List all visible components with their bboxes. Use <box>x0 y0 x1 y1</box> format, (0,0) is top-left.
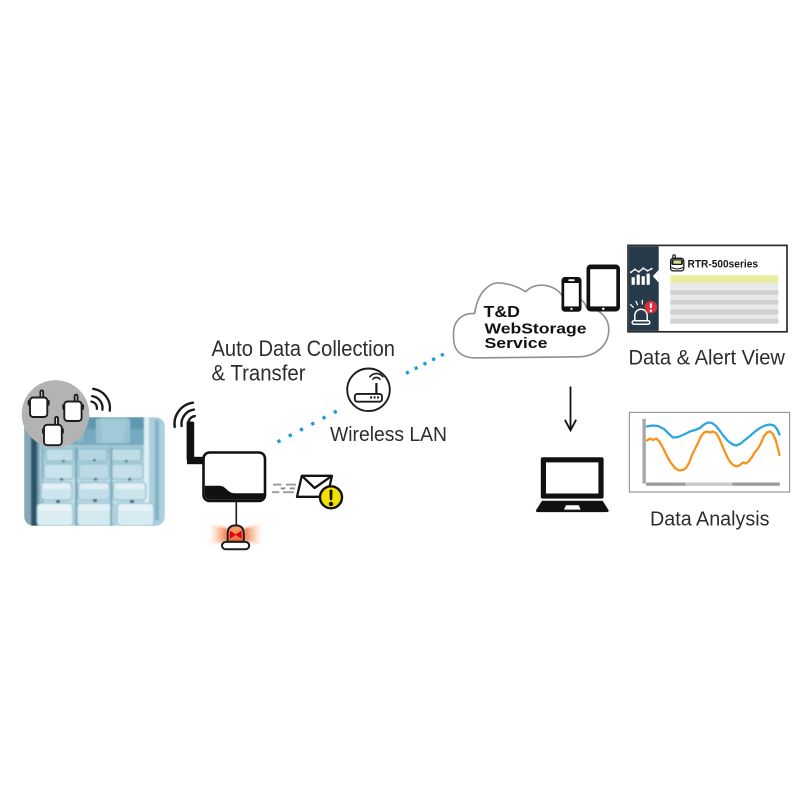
svg-text:Service: Service <box>485 335 548 352</box>
svg-text:Data Analysis: Data Analysis <box>650 508 770 531</box>
svg-text:Wireless LAN: Wireless LAN <box>330 424 447 446</box>
svg-text:WebStorage: WebStorage <box>485 321 587 338</box>
svg-text:T&D: T&D <box>484 304 521 321</box>
svg-text:RTR-500series: RTR-500series <box>688 258 759 270</box>
svg-text:Auto Data Collection: Auto Data Collection <box>212 336 396 361</box>
svg-text:& Transfer: & Transfer <box>212 361 306 386</box>
svg-text:Data & Alert View: Data & Alert View <box>629 346 786 370</box>
